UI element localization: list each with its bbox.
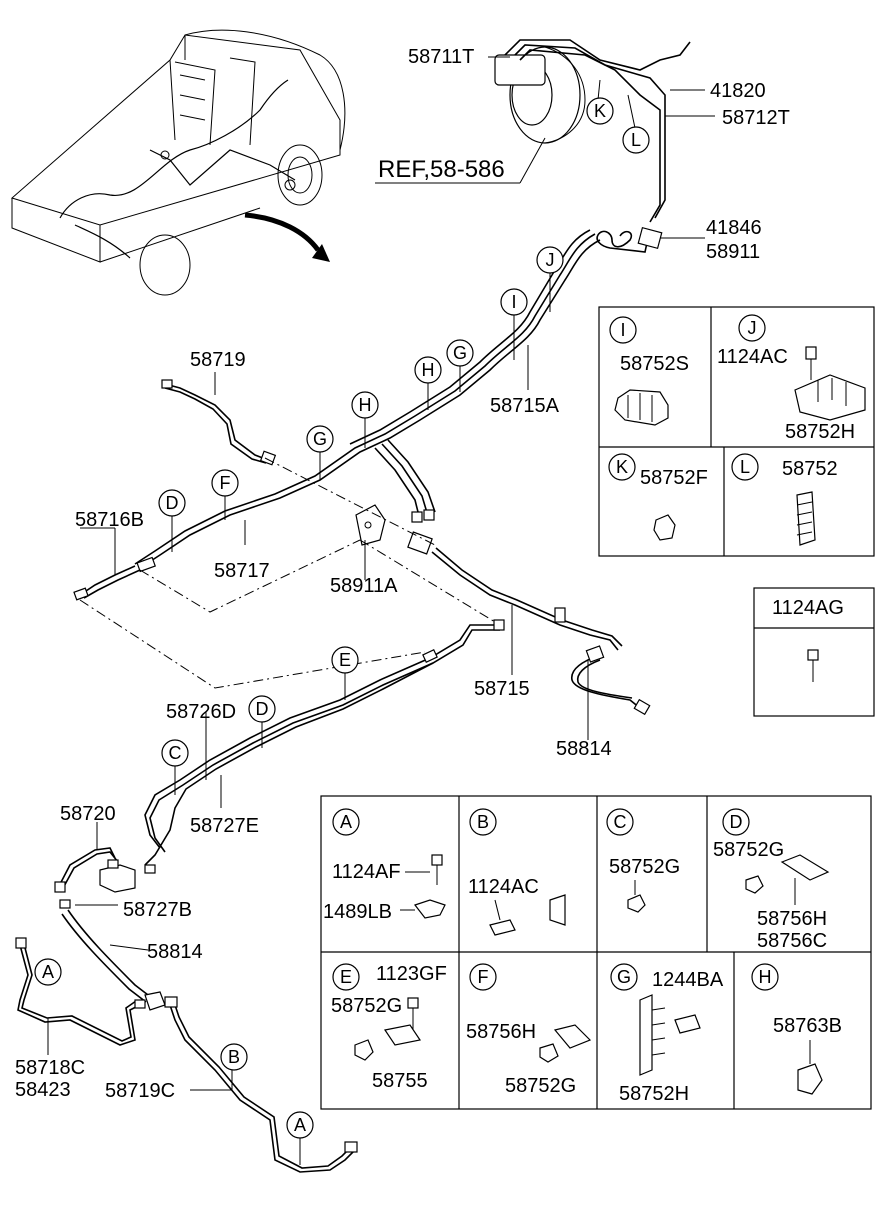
callout-E: E	[331, 646, 359, 674]
table-D-p3: 58756C	[757, 930, 827, 952]
callout-A-right: A	[286, 1111, 314, 1139]
label-58712T: 58712T	[722, 107, 790, 129]
svg-text:C: C	[169, 743, 182, 763]
table-J-part: 58752H	[785, 421, 855, 443]
label-58718C: 58718C	[15, 1057, 85, 1079]
callout-D-lower: D	[248, 695, 276, 723]
label-58720: 58720	[60, 803, 116, 825]
table-F-p2: 58752G	[505, 1075, 576, 1097]
table-B-p1: 1124AC	[468, 876, 539, 898]
label-58727E: 58727E	[190, 815, 259, 837]
svg-text:G: G	[617, 967, 631, 987]
svg-text:I: I	[511, 292, 516, 312]
label-58814-lower: 58814	[147, 941, 203, 963]
svg-text:I: I	[620, 320, 625, 340]
svg-text:A: A	[294, 1115, 306, 1135]
table-A-p2: 1489LB	[323, 901, 392, 923]
callout-A-left: A	[34, 958, 62, 986]
svg-text:K: K	[616, 457, 628, 477]
label-58911A: 58911A	[330, 575, 398, 597]
svg-text:G: G	[453, 343, 467, 363]
clip-table-bottom: A 1124AF 1489LB B 1124AC C 58752G D 5875…	[320, 795, 872, 1110]
callout-J: J	[536, 246, 564, 274]
label-58716B: 58716B	[75, 509, 144, 531]
callout-G-upper: G	[446, 339, 474, 367]
svg-text:A: A	[340, 812, 352, 832]
truck-inset	[10, 29, 346, 296]
svg-text:B: B	[228, 1047, 240, 1067]
svg-text:F: F	[478, 967, 489, 987]
label-58423: 58423	[15, 1079, 71, 1101]
svg-text:D: D	[166, 493, 179, 513]
master-cylinder	[375, 39, 715, 223]
label-41820: 41820	[710, 80, 766, 102]
svg-text:C: C	[614, 812, 627, 832]
label-58727B: 58727B	[123, 899, 192, 921]
brake-pipes	[15, 226, 705, 1173]
callout-H-upper: H	[414, 356, 442, 384]
table-E-p3: 58755	[372, 1070, 428, 1092]
label-41846: 41846	[706, 217, 762, 239]
table-D-p1: 58752G	[713, 839, 784, 861]
clip-table-top: I 58752S J 1124AC 58752H K 58752F L 5875…	[598, 306, 875, 557]
callout-B: B	[220, 1043, 248, 1071]
table-I-part: 58752S	[620, 353, 689, 375]
svg-text:G: G	[313, 429, 327, 449]
table-J-bolt: 1124AC	[717, 346, 788, 368]
svg-text:L: L	[740, 457, 750, 477]
label-58715A: 58715A	[490, 395, 560, 417]
callout-H-lower: H	[351, 391, 379, 419]
table-C-p1: 58752G	[609, 856, 680, 878]
callout-K: K	[586, 97, 614, 125]
table-L-part: 58752	[782, 458, 838, 480]
callout-D-upper: D	[158, 489, 186, 517]
callout-L: L	[622, 126, 650, 154]
label-58814-upper: 58814	[556, 738, 612, 760]
svg-text:J: J	[546, 250, 555, 270]
callout-G-lower: G	[306, 425, 334, 453]
svg-text:E: E	[340, 967, 352, 987]
standalone-1124AG: 1124AG	[753, 587, 875, 717]
svg-text:E: E	[339, 650, 351, 670]
table-K-part: 58752F	[640, 467, 708, 489]
svg-text:L: L	[631, 130, 641, 150]
svg-text:H: H	[359, 395, 372, 415]
svg-text:J: J	[748, 318, 757, 338]
svg-text:F: F	[220, 473, 231, 493]
label-58726D: 58726D	[166, 701, 236, 723]
label-ref-58-586: REF,58-586	[378, 156, 505, 183]
table-E-p2: 58752G	[331, 995, 402, 1017]
svg-text:A: A	[42, 962, 54, 982]
label-58711T: 58711T	[408, 46, 474, 68]
svg-text:B: B	[477, 812, 489, 832]
label-58715: 58715	[474, 678, 530, 700]
table-G-p2: 58752H	[619, 1083, 689, 1105]
table-D-p2: 58756H	[757, 908, 827, 930]
callout-F: F	[211, 469, 239, 497]
svg-text:H: H	[759, 967, 772, 987]
label-58719: 58719	[190, 349, 246, 371]
svg-text:H: H	[422, 360, 435, 380]
table-G-p1: 1244BA	[652, 969, 724, 991]
svg-text:D: D	[730, 812, 743, 832]
label-58719C: 58719C	[105, 1080, 175, 1102]
table-H-p1: 58763B	[773, 1015, 842, 1037]
table-E-p1: 1123GF	[376, 963, 447, 985]
label-58911: 58911	[706, 241, 760, 263]
callout-C: C	[161, 739, 189, 767]
callout-I: I	[500, 288, 528, 316]
table-F-p1: 58756H	[466, 1021, 536, 1043]
table-A-p1: 1124AF	[332, 861, 401, 883]
svg-text:D: D	[256, 699, 269, 719]
standalone-title: 1124AG	[772, 597, 844, 619]
svg-text:K: K	[594, 101, 606, 121]
label-58717: 58717	[214, 560, 270, 582]
